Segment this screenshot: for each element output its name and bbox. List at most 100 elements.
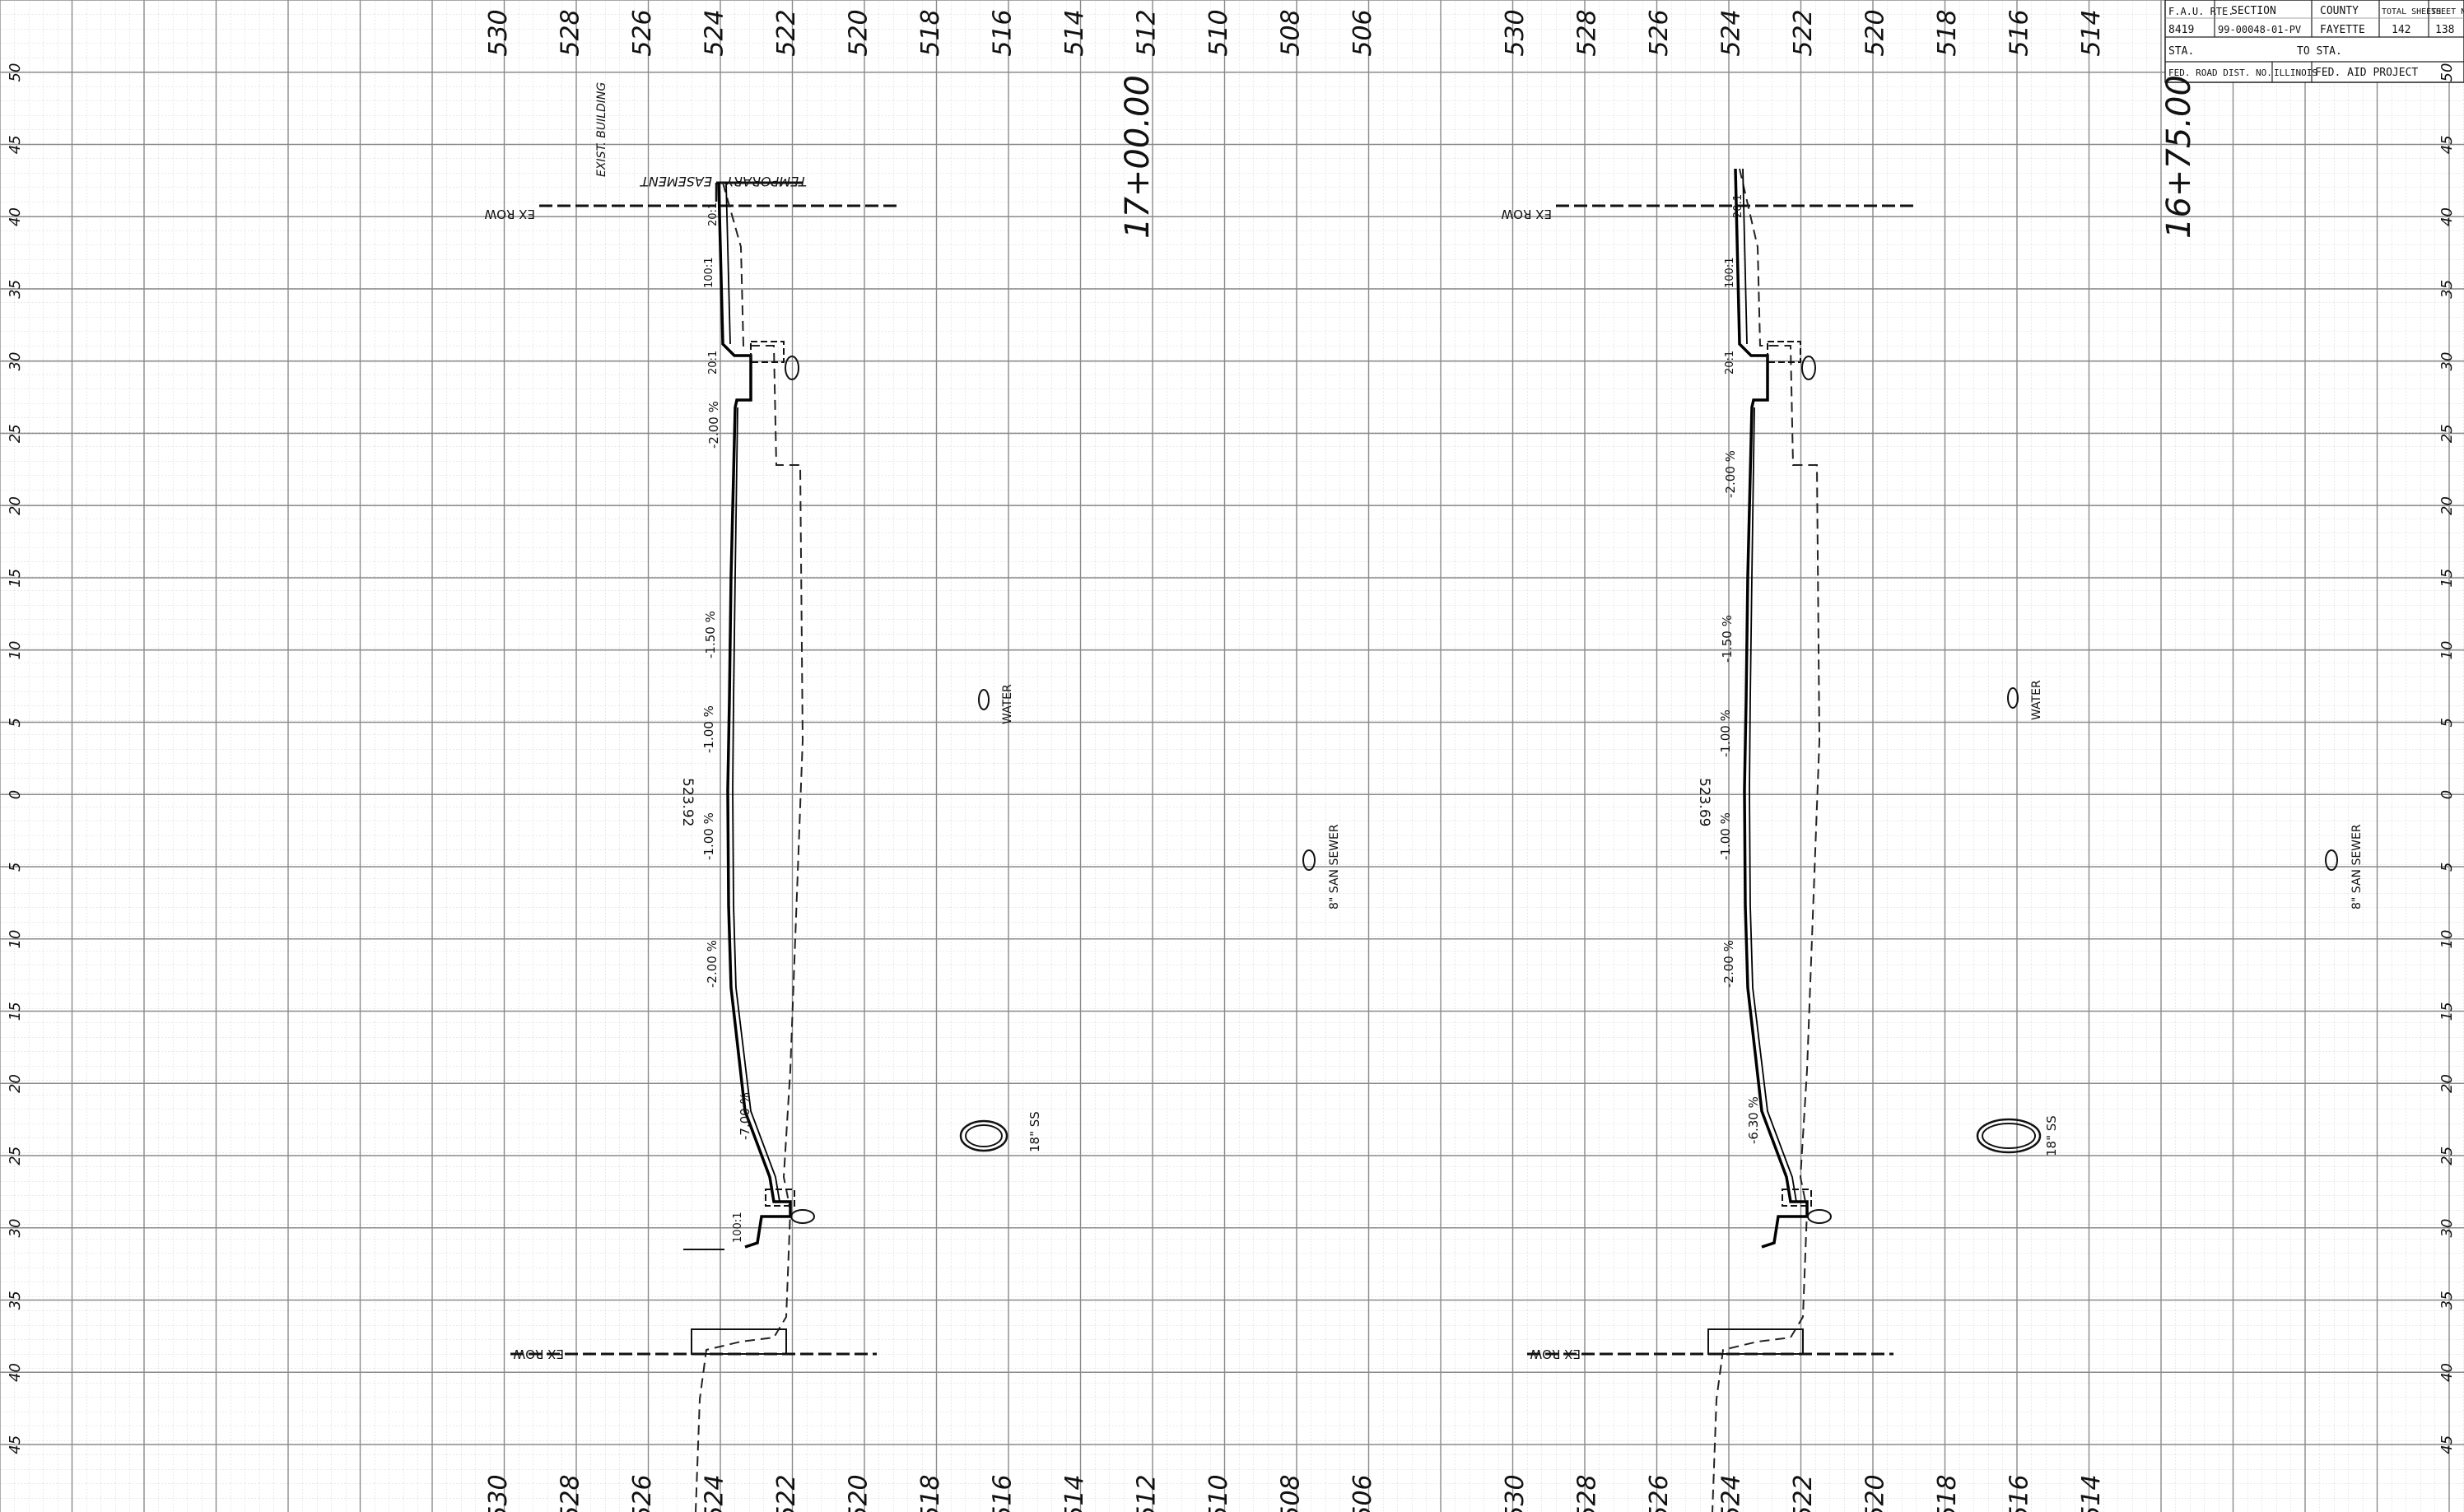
elevation-label-bottom: 506 [1348,1474,1377,1512]
elevation-label-bottom: 522 [1789,1474,1818,1512]
elevation-label-top: 514 [1060,9,1089,56]
elevation-label-bottom: 526 [1645,1474,1674,1512]
tb-rte-value: 8419 [2168,24,2194,36]
offset-label-left: 45 [7,1435,24,1454]
offset-label-right: 35 [2438,1291,2456,1310]
offset-label-right: 45 [2438,1435,2456,1454]
elevation-label-bottom: 528 [557,1474,585,1512]
storm-sewer-icon [959,1119,1008,1152]
existing-ground-line [695,182,804,1512]
slope-label-1: -2.00 % [706,401,721,449]
offset-label-left: 30 [7,352,24,371]
offset-label-right: 15 [2438,569,2456,588]
elevation-label-bottom: 518 [916,1474,945,1512]
offset-label-right: 10 [2438,641,2456,660]
offset-label-left: 0 [7,790,24,799]
elevation-label-top: 528 [557,9,585,56]
offset-label-right: 30 [2438,1219,2456,1238]
ex-row-label-bottom: EX ROW [513,1347,564,1361]
curb-drain-icon-top [1801,356,1816,380]
curb-label-2: 20:1 [707,351,720,375]
tb-county-value: FAYETTE [2320,24,2365,36]
elevation-label-top: 518 [916,9,945,56]
curb-label-3: 100:1 [703,258,715,288]
offset-label-left: 25 [7,424,24,443]
elevation-label-bottom: 520 [845,1474,873,1512]
elevation-label-top: 530 [1501,9,1530,56]
offset-label-right: 50 [2438,63,2456,82]
offset-label-left: 40 [7,207,24,226]
slope-label-4: -1.00 % [1718,812,1733,860]
offset-label-right: 40 [2438,207,2456,226]
offset-label-left: 20 [7,496,24,515]
slope-label-5: -2.00 % [705,940,720,988]
offset-label-right: 25 [2438,424,2456,443]
elevation-label-bottom: 524 [1717,1474,1746,1512]
offset-label-left: 15 [7,1002,24,1021]
offset-label-right: 20 [2438,496,2456,515]
offset-label-left: 15 [7,569,24,588]
elevation-label-top: 516 [989,9,1018,56]
water-label: WATER [2030,680,2043,720]
station-label: 16+75.00 [2160,75,2198,239]
offset-label-right: 10 [2438,930,2456,949]
elevation-label-bottom: 514 [2077,1474,2106,1512]
offset-label-right: 15 [2438,1002,2456,1021]
slope-label-6: -7.00 % [738,1092,752,1140]
offset-label-right: 45 [2438,135,2456,154]
elevation-label-bottom: 512 [1133,1474,1162,1512]
elevation-label-top: 514 [2077,9,2106,56]
san-sewer-label: 8" SAN SEWER [2350,824,2364,910]
water-label: WATER [1001,684,1014,724]
elevation-label-top: 530 [484,9,513,56]
san-sewer-icon [1302,849,1316,871]
offset-label-right: 35 [2438,280,2456,299]
station-label: 17+00.00 [1119,75,1157,239]
tb-to-sta-label: TO STA. [2297,45,2342,58]
curb-drain-icon-bottom [790,1209,815,1224]
elevation-label-bottom: 508 [1277,1474,1306,1512]
slope-label-2: -1.50 % [1720,615,1735,663]
offset-label-left: 35 [7,1291,24,1310]
tb-sheet-no-label: SHEET NO. [2431,7,2464,16]
water-main-icon [978,689,990,710]
tb-sta-label: STA. [2168,45,2194,58]
curb-drain-icon-top [785,356,799,380]
elevation-axis-labels: 530 530 528 528 526 526 524 524 522 522 520 520 518 5… [484,9,2106,1512]
right-cross-section: 16+75.00 523.69 -2.00 % -1.50 % -1.00 % … [1501,75,2364,1512]
tb-total-sheets-value: 142 [2392,24,2410,36]
ex-row-label-top: EX ROW [484,207,535,221]
elevation-label-bottom: 526 [628,1474,657,1512]
slope-label-3: -1.00 % [1718,709,1733,757]
offset-label-left: 25 [7,1147,24,1165]
tb-sheet-no-value: 138 [2435,24,2454,36]
offset-label-left: 5 [7,718,24,727]
easement-label: EASEMENT [640,174,712,189]
curb-label-1: 20:1 [1732,194,1744,218]
elevation-label-bottom: 522 [772,1474,801,1512]
offset-label-right: 30 [2438,352,2456,371]
san-sewer-icon [2325,849,2338,871]
proposed-subgrade [1742,168,1797,1203]
tb-state-label: ILLINOIS [2274,67,2317,78]
tb-section-value: 99-00048-01-PV [2218,24,2301,35]
curb-label-1: 20:1 [707,202,720,226]
san-sewer-label: 8" SAN SEWER [1328,824,1341,910]
slope-label-3: -1.00 % [701,705,716,753]
elevation-label-top: 506 [1348,9,1377,56]
elevation-label-top: 522 [772,9,801,56]
elevation-label-top: 524 [701,9,729,56]
exist-building-label: EXIST. BUILDING [595,82,608,177]
elevation-label-top: 522 [1789,9,1818,56]
elevation-label-top: 512 [1133,9,1162,56]
elevation-label-bottom: 520 [1861,1474,1890,1512]
elevation-label-bottom: 524 [701,1474,729,1512]
proposed-surface [1734,168,1809,1249]
elevation-label-bottom: 530 [1501,1474,1530,1512]
tb-fed-aid-label: FED. AID PROJECT [2315,67,2418,79]
center-elevation: 523.92 [679,778,696,826]
curb-label-3: 100:1 [1724,258,1736,288]
